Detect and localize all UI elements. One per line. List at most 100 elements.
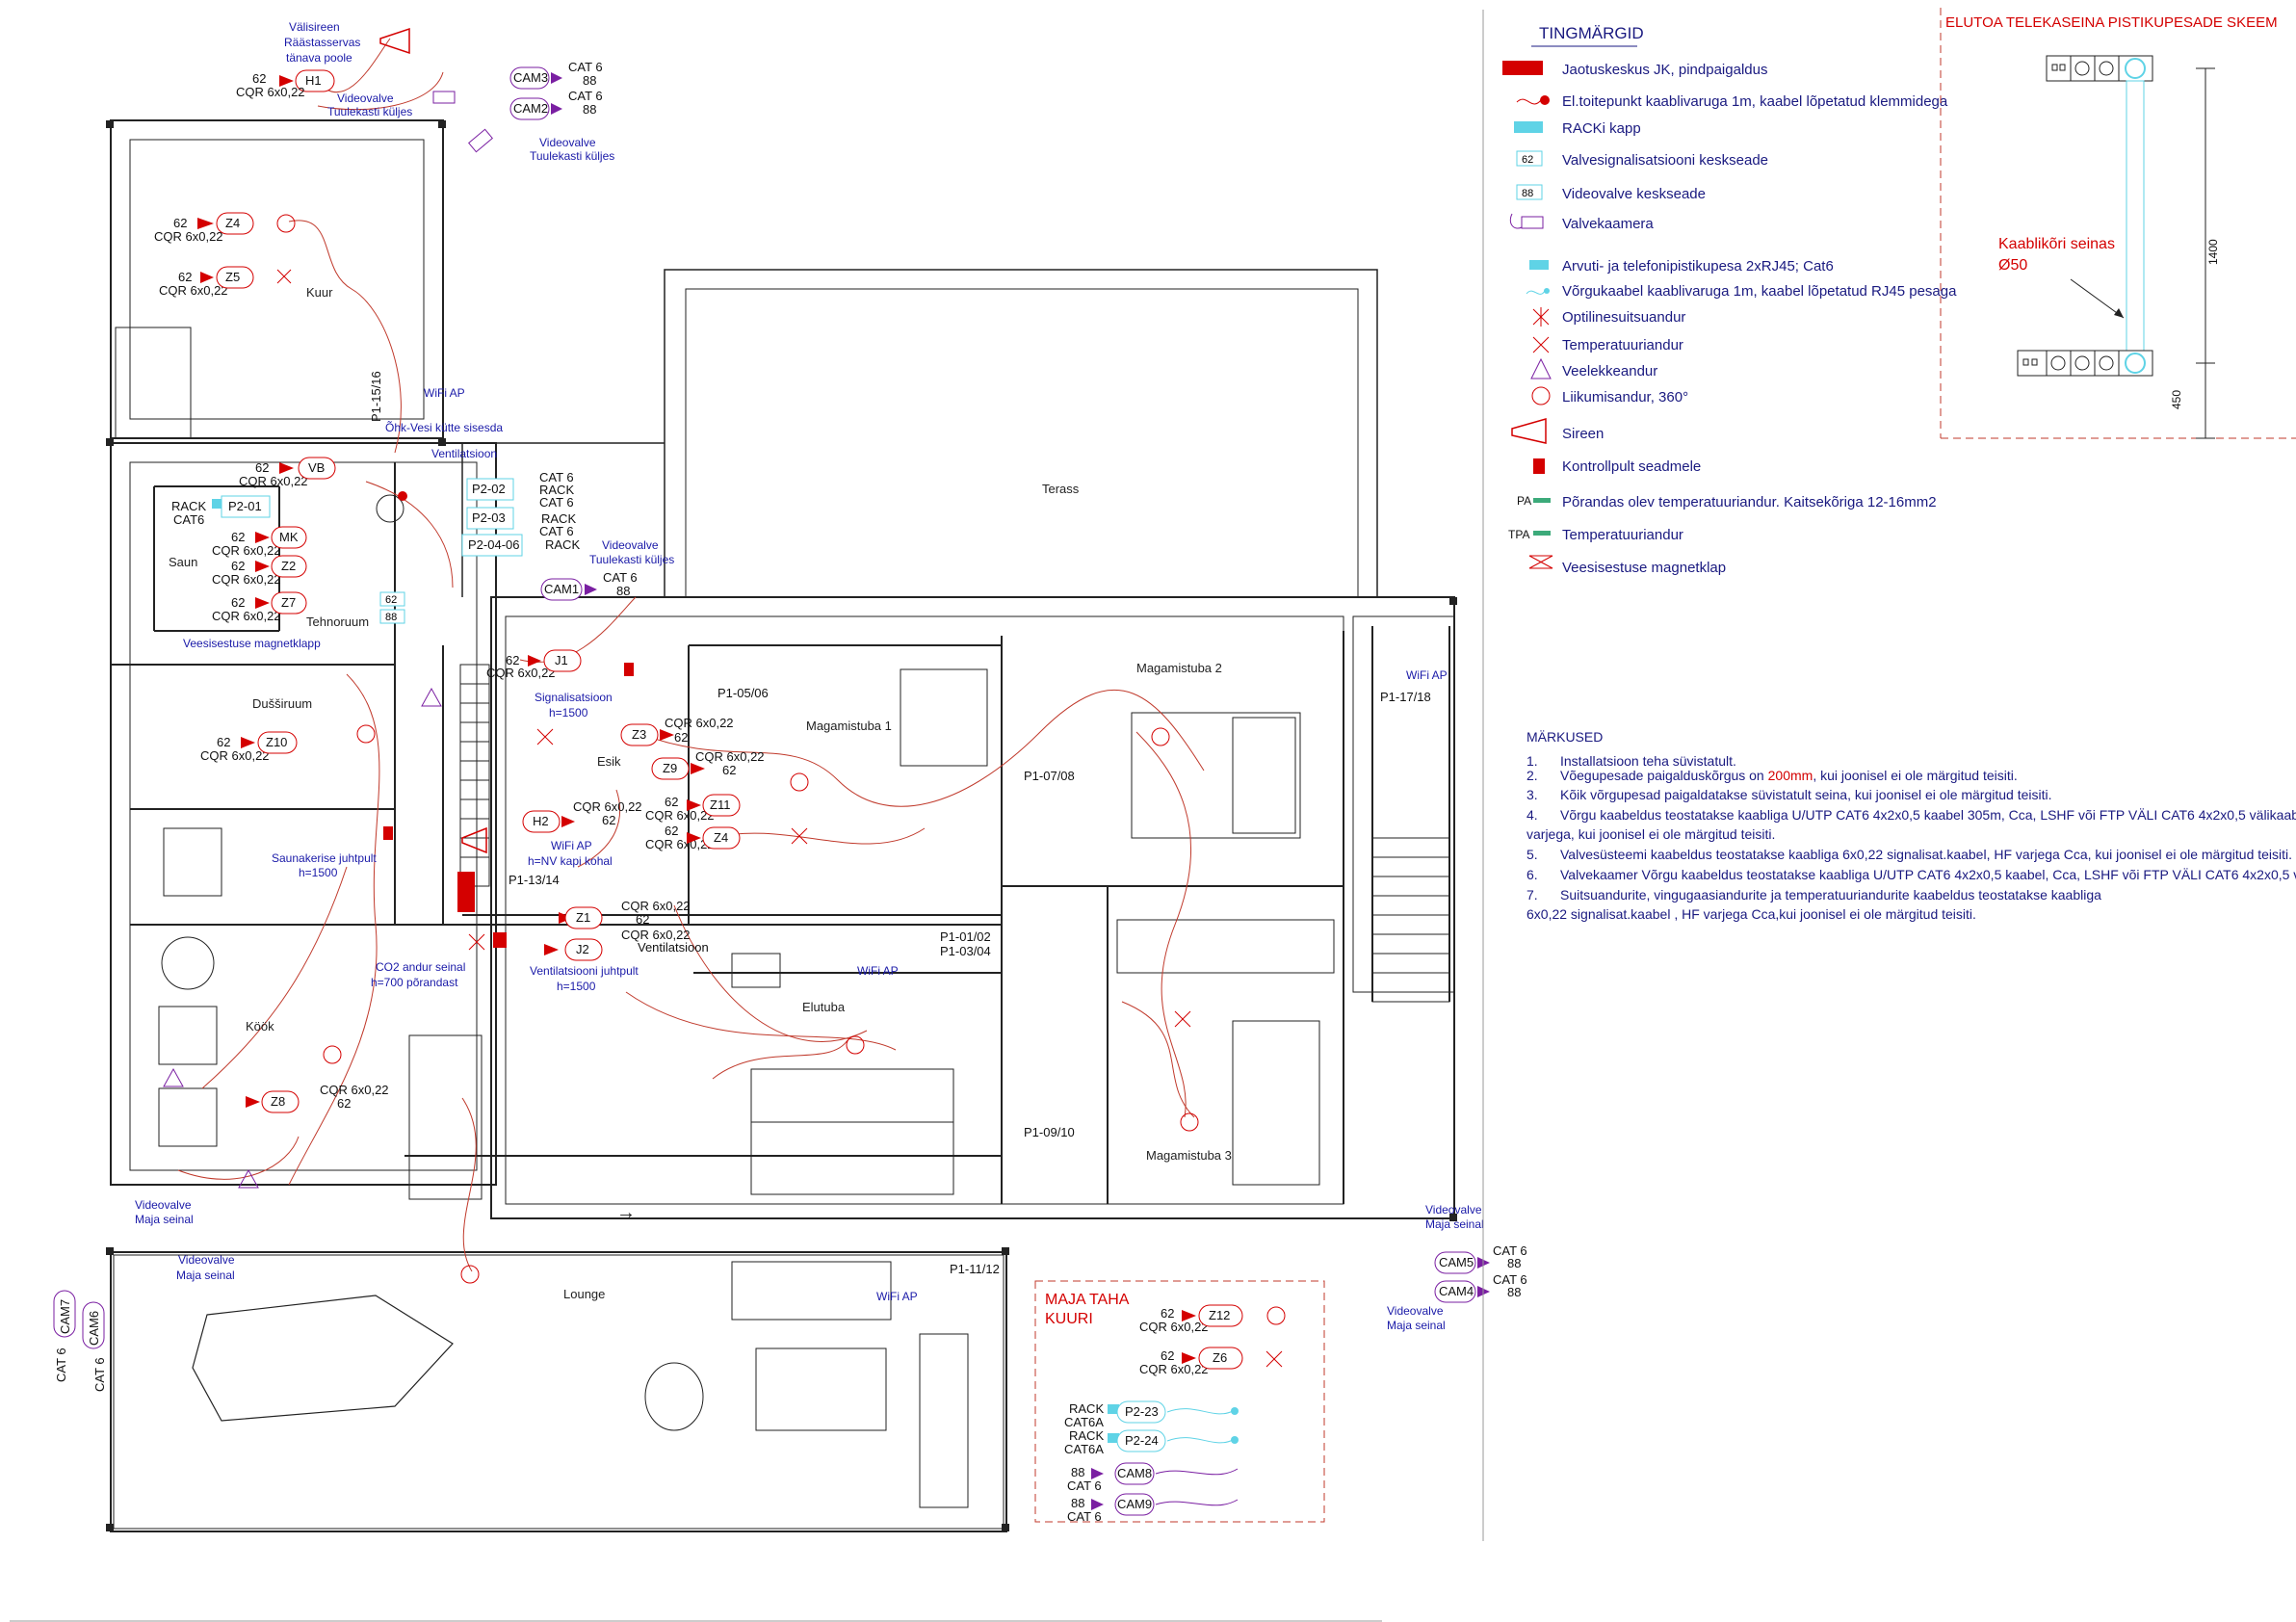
tag-z11[interactable]: Z11 — [702, 794, 741, 817]
tag-z3[interactable]: Z3 — [620, 723, 659, 746]
svg-text:88: 88 — [385, 612, 397, 623]
control-panel-icon — [493, 932, 507, 948]
legend: TINGMÄRGID Jaotuskeskus JK, pindpaigaldu… — [1502, 24, 1957, 576]
svg-text:varjega, kui joonisel ei ole m: varjega, kui joonisel ei ole märgitud te… — [1526, 826, 1775, 842]
alarm-central-icon: 62 — [379, 591, 405, 607]
video-central-icon — [1516, 184, 1543, 200]
tag-j2[interactable]: J2 — [564, 938, 603, 961]
tag-cam8[interactable]: CAM8 — [1114, 1462, 1155, 1485]
motion-sensor-icon — [790, 772, 809, 792]
tag-p2-04-06[interactable]: P2-04-06 — [461, 534, 523, 557]
svg-text:Z4: Z4 — [714, 830, 728, 845]
svg-text:CAT 6: CAT 6 — [539, 470, 574, 484]
tag-p2-24[interactable]: P2-24 — [1116, 1429, 1166, 1452]
distribution-board-icon — [457, 872, 475, 912]
svg-text:Signalisatsioon: Signalisatsioon — [535, 691, 613, 704]
note-1: 1.Installatsioon teha süvistatult. — [1526, 753, 1736, 769]
tag-h1[interactable]: H1 — [295, 69, 335, 92]
tag-z4-shed[interactable]: Z4 — [216, 212, 254, 235]
magnetic-valve-icon — [468, 933, 485, 951]
svg-text:Ventilatsioon: Ventilatsioon — [638, 940, 709, 955]
svg-text:P1-09/10: P1-09/10 — [1024, 1125, 1075, 1139]
tag-z6[interactable]: Z6 — [1198, 1347, 1243, 1370]
tag-cam1[interactable]: CAM1 — [540, 578, 583, 601]
dim-450: 450 — [2170, 390, 2183, 409]
legend-item-1: El.toitepunkt kaablivaruga 1m, kaabel lõ… — [1516, 93, 1948, 110]
room-tehnoruum: Tehnoruum — [306, 615, 369, 629]
svg-text:CO2 andur seinal: CO2 andur seinal — [376, 960, 465, 974]
tag-cam7[interactable]: CAM7 — [53, 1290, 76, 1338]
video-wind-label-b: Videovalve — [539, 136, 596, 149]
tag-mk[interactable]: MK — [271, 526, 307, 549]
tag-z4-main[interactable]: Z4 — [702, 826, 741, 850]
video-wind-label: Videovalve — [337, 92, 394, 105]
tag-cam2[interactable]: CAM2 — [509, 97, 550, 120]
tag-cam6[interactable]: CAM6 — [82, 1301, 105, 1349]
tag-z9[interactable]: Z9 — [651, 757, 690, 780]
svg-text:CQR 6x0,22: CQR 6x0,22 — [212, 543, 281, 558]
svg-text:Videovalve: Videovalve — [602, 538, 659, 552]
svg-text:J1: J1 — [555, 653, 568, 667]
svg-text:62: 62 — [178, 270, 192, 284]
svg-text:P1-13/14: P1-13/14 — [509, 873, 560, 887]
svg-text:CAM4: CAM4 — [1439, 1284, 1474, 1298]
tag-cam2-label: CAM2 — [513, 101, 548, 116]
video-wind-label-b2: Tuulekasti küljes — [530, 149, 614, 163]
tag-z1[interactable]: Z1 — [564, 906, 603, 929]
svg-text:CQR 6x0,22: CQR 6x0,22 — [159, 283, 228, 298]
svg-text:62: 62 — [337, 1096, 351, 1111]
svg-text:P1-07/08: P1-07/08 — [1024, 769, 1075, 783]
svg-text:62: 62 — [1522, 154, 1533, 166]
tag-p2-03[interactable]: P2-03 — [466, 507, 514, 530]
alarm-central-icon — [1516, 150, 1543, 167]
rack-cabinet-icon — [1514, 121, 1543, 133]
floor-temp-sensor-icon — [1533, 498, 1551, 503]
tag-cam3[interactable]: CAM3 — [509, 66, 550, 90]
svg-text:VB: VB — [308, 460, 325, 475]
svg-text:62: 62 — [231, 559, 245, 573]
svg-text:CQR 6x0,22: CQR 6x0,22 — [645, 808, 715, 823]
siren-outside-label-2: Räästasservas — [284, 36, 360, 49]
tag-vb[interactable]: VB — [298, 457, 336, 480]
tag-h2[interactable]: H2 — [522, 810, 561, 833]
tag-z10[interactable]: Z10 — [257, 731, 298, 754]
svg-text:CAT 6: CAT 6 — [1493, 1272, 1527, 1287]
svg-text:62: 62 — [385, 594, 397, 606]
svg-text:h=700 põrandast: h=700 põrandast — [371, 976, 458, 989]
stairs — [459, 664, 1450, 1003]
svg-text:CAT 6: CAT 6 — [1067, 1509, 1102, 1524]
svg-text:6x0,22 signalisat.kaabel , HF: 6x0,22 signalisat.kaabel , HF varjega Cc… — [1526, 906, 1976, 922]
svg-text:Videovalve: Videovalve — [178, 1253, 235, 1267]
wiring-runs — [177, 38, 1205, 1272]
cam3-cat6: CAT 6 — [568, 60, 603, 74]
svg-text:62: 62 — [173, 216, 187, 230]
svg-text:Ventilatsiooni juhtpult: Ventilatsiooni juhtpult — [530, 964, 639, 978]
shed-sensors: 62 CQR 6x0,22 Z4 62 CQR 6x0,22 Z5 Kuur — [154, 212, 333, 300]
tag-z5[interactable]: Z5 — [216, 266, 254, 289]
tag-p2-01[interactable]: P2-01 — [221, 495, 271, 518]
svg-text:CQR 6x0,22: CQR 6x0,22 — [320, 1083, 389, 1097]
tag-cam9[interactable]: CAM9 — [1114, 1493, 1155, 1516]
dim-1400: 1400 — [2206, 239, 2220, 265]
svg-text:Z7: Z7 — [281, 595, 296, 610]
svg-text:Videovalve keskseade: Videovalve keskseade — [1562, 186, 1706, 202]
svg-text:CAT 6: CAT 6 — [1493, 1243, 1527, 1258]
tag-z7[interactable]: Z7 — [271, 591, 307, 615]
outside-cameras-bottom: Videovalve Maja seinal Videovalve Maja s… — [53, 1198, 1527, 1392]
svg-text:CQR 6x0,22: CQR 6x0,22 — [621, 899, 691, 913]
tag-p2-23[interactable]: P2-23 — [1116, 1400, 1166, 1424]
tag-z8[interactable]: Z8 — [261, 1090, 300, 1113]
svg-text:Arvuti- ja telefonipistikupesa: Arvuti- ja telefonipistikupesa 2xRJ45; C… — [1562, 258, 1834, 275]
tag-cam5[interactable]: CAM5 — [1434, 1251, 1476, 1274]
svg-text:WiFi AP: WiFi AP — [1406, 668, 1448, 682]
tag-p2-02[interactable]: P2-02 — [466, 478, 514, 501]
svg-text:62: 62 — [217, 735, 230, 749]
tag-j1[interactable]: J1 — [543, 649, 582, 672]
tag-z12[interactable]: Z12 — [1198, 1304, 1243, 1327]
svg-text:RACK: RACK — [1069, 1401, 1104, 1416]
tag-cam4[interactable]: CAM4 — [1434, 1280, 1476, 1303]
tag-z2[interactable]: Z2 — [271, 555, 307, 578]
note-4: 4.Võrgu kaabeldus teostatakse kaabliga U… — [1526, 807, 2296, 842]
